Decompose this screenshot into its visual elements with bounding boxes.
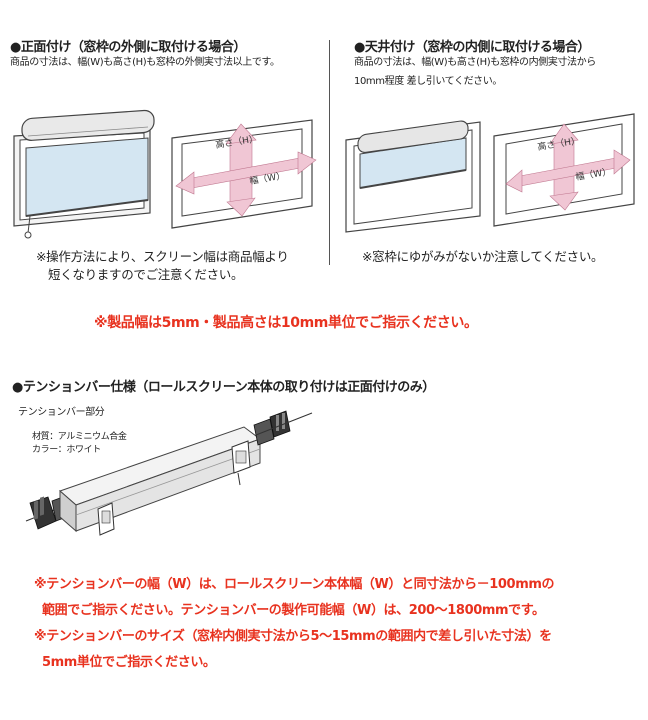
ceiling-mount-note: ※窓枠にゆがみがないか注意してください。	[362, 249, 604, 264]
ceiling-mount-description-1: 商品の寸法は、幅(W)も高さ(H)も窓枠の内側実寸法から	[354, 57, 596, 68]
right-bracket	[231, 440, 251, 486]
unit-notice: ※製品幅は5mm・製品高さは10mm単位でご指示ください。	[94, 315, 478, 331]
tension-bar-illustration	[25, 410, 313, 536]
tension-bar-color: カラー：ホワイト	[32, 445, 101, 455]
ceiling-mount-dimension-diagram: 高さ（H） 幅（W）	[493, 113, 635, 227]
height-arrow-top	[225, 123, 257, 145]
ceiling-mount-heading: ●天井付け（窓枠の内側に取付ける場合）	[354, 40, 590, 55]
tension-bar-part-label: テンションバー部分	[18, 407, 105, 418]
section-divider	[329, 40, 330, 265]
front-mount-heading: ●正面付け（窓枠の外側に取付ける場合）	[10, 40, 246, 55]
right-end-cap	[253, 410, 291, 446]
ceiling-mount-screen-illustration	[345, 120, 481, 233]
front-mount-dimension-diagram: 高さ（H） 幅（W）	[171, 119, 317, 229]
tension-width-note-1: ※テンションバーの幅（W）は、ロールスクリーン本体幅（W）と同寸法から－100m…	[34, 577, 555, 592]
tension-bar-heading: ●テンションバー仕様（ロールスクリーン本体の取り付けは正面付けのみ）	[12, 380, 435, 395]
tension-size-note-1: ※テンションバーのサイズ（窓枠内側実寸法から5～15mmの範囲内で差し引いた寸法…	[34, 629, 552, 644]
left-bracket	[97, 502, 115, 536]
tension-width-note-2: 範囲でご指示ください。テンションバーの製作可能幅（W）は、200～1800mmで…	[42, 603, 545, 618]
tension-bar-material: 材質：アルミニウム合金	[32, 432, 127, 442]
front-mount-description: 商品の寸法は、幅(W)も高さ(H)も窓枠の外側実寸法以上です。	[10, 57, 280, 68]
front-mount-note-1: ※操作方法により、スクリーン幅は商品幅より	[36, 249, 289, 264]
front-mount-screen-illustration	[13, 109, 155, 239]
tension-size-note-2: 5mm単位でご指示ください。	[42, 655, 216, 670]
front-mount-note-2: 短くなりますのでご注意ください。	[48, 267, 244, 282]
ceiling-mount-description-2: 10mm程度 差し引いてください。	[354, 76, 502, 87]
height-arrow-bottom	[226, 197, 256, 217]
